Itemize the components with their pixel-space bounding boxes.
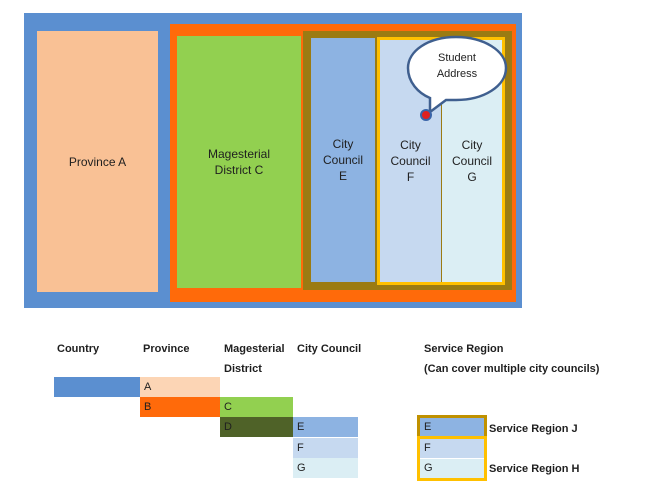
legend-district-c: C — [220, 397, 293, 417]
legend-service-region-j: Service Region J — [489, 423, 578, 435]
student-address-callout — [406, 35, 508, 115]
legend-service-f: F — [420, 439, 484, 458]
council-g-label: City Council G — [451, 138, 493, 184]
legend-header-country: Country — [57, 343, 100, 355]
council-e-label: City Council E — [322, 137, 364, 183]
province-a-box: Province A — [37, 31, 158, 292]
legend-header-district: Magesterial District — [224, 343, 285, 375]
legend-region-h-frame — [417, 436, 487, 481]
legend-council-e: E — [293, 417, 358, 437]
legend-service-region-h: Service Region H — [489, 463, 580, 475]
legend-country-swatch — [54, 377, 140, 397]
district-c-label: Magesterial District C — [207, 147, 271, 177]
legend-province-b: B — [140, 397, 220, 417]
legend-header-service-region: Service Region (Can cover multiple city … — [424, 343, 600, 375]
legend-council-f: F — [293, 438, 358, 458]
council-e-box: City Council E — [311, 38, 375, 282]
student-address-label: Student Address — [436, 52, 478, 80]
district-c-box: Magesterial District C — [177, 36, 301, 288]
student-address-marker — [420, 109, 432, 121]
legend-district-d: D — [220, 417, 293, 437]
council-f-label: City Council F — [390, 138, 431, 184]
legend-service-g: G — [420, 459, 484, 478]
legend-header-council: City Council — [297, 343, 362, 355]
legend-header-province: Province — [143, 343, 190, 355]
legend-service-e: E — [420, 418, 484, 437]
legend-council-g: G — [293, 458, 358, 478]
province-a-label: Province A — [68, 154, 127, 169]
legend-province-a: A — [140, 377, 220, 397]
